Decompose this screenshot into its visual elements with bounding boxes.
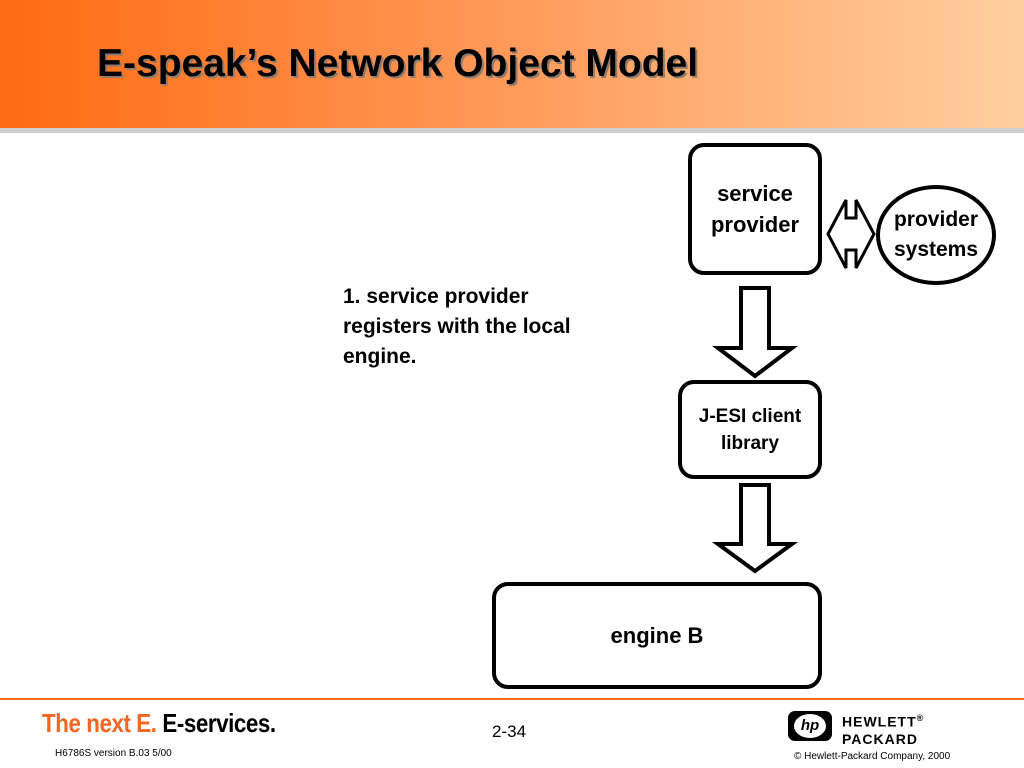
brand-tagline: The next E. E-services.: [42, 708, 276, 739]
down-arrow-jesi-to-engine: [711, 483, 799, 574]
caption-line-1: 1. service provider: [343, 285, 529, 308]
brand-part-1: The next E.: [42, 708, 157, 738]
engine-b-box: engine B: [492, 582, 822, 689]
caption-line-2: registers with the local: [343, 315, 571, 338]
brand-part-2: E-services.: [162, 708, 276, 738]
page-number: 2-34: [492, 722, 527, 741]
caption-line-3: engine.: [343, 345, 417, 368]
engine-b-label: engine B: [610, 623, 704, 648]
step-caption: 1. service provider registers with the l…: [343, 282, 643, 372]
jesi-client-library-box: J-ESI client library: [678, 380, 822, 479]
jesi-line-2: library: [720, 432, 780, 454]
header-divider: [0, 128, 1024, 133]
header-banner: [0, 0, 1024, 128]
double-arrow-provider-systems: [826, 199, 876, 269]
footer-divider: [0, 698, 1024, 700]
jesi-line-1: J-ESI client: [698, 405, 802, 427]
version-text: H6786S version B.03 5/00: [55, 748, 172, 759]
provider-systems-line-2: systems: [893, 238, 979, 261]
provider-systems-ellipse: provider systems: [876, 185, 996, 285]
slide-title: E-speak’s Network Object Model: [97, 42, 699, 85]
hp-logo-mark: hp: [794, 714, 826, 738]
provider-systems-line-1: provider: [893, 208, 979, 231]
service-provider-line-2: provider: [710, 212, 800, 237]
hp-wordmark-line-2: PACKARD: [842, 730, 918, 747]
copyright-text: © Hewlett-Packard Company, 2000: [794, 751, 951, 762]
down-arrow-service-to-jesi: [712, 286, 798, 379]
hp-logo-icon: hp: [788, 711, 832, 741]
service-provider-box: service provider: [688, 143, 822, 275]
service-provider-line-1: service: [717, 181, 793, 206]
hp-wordmark: HEWLETT® PACKARD: [842, 710, 924, 748]
hp-registered-mark: ®: [916, 713, 925, 723]
hp-wordmark-line-1: HEWLETT: [842, 713, 917, 730]
